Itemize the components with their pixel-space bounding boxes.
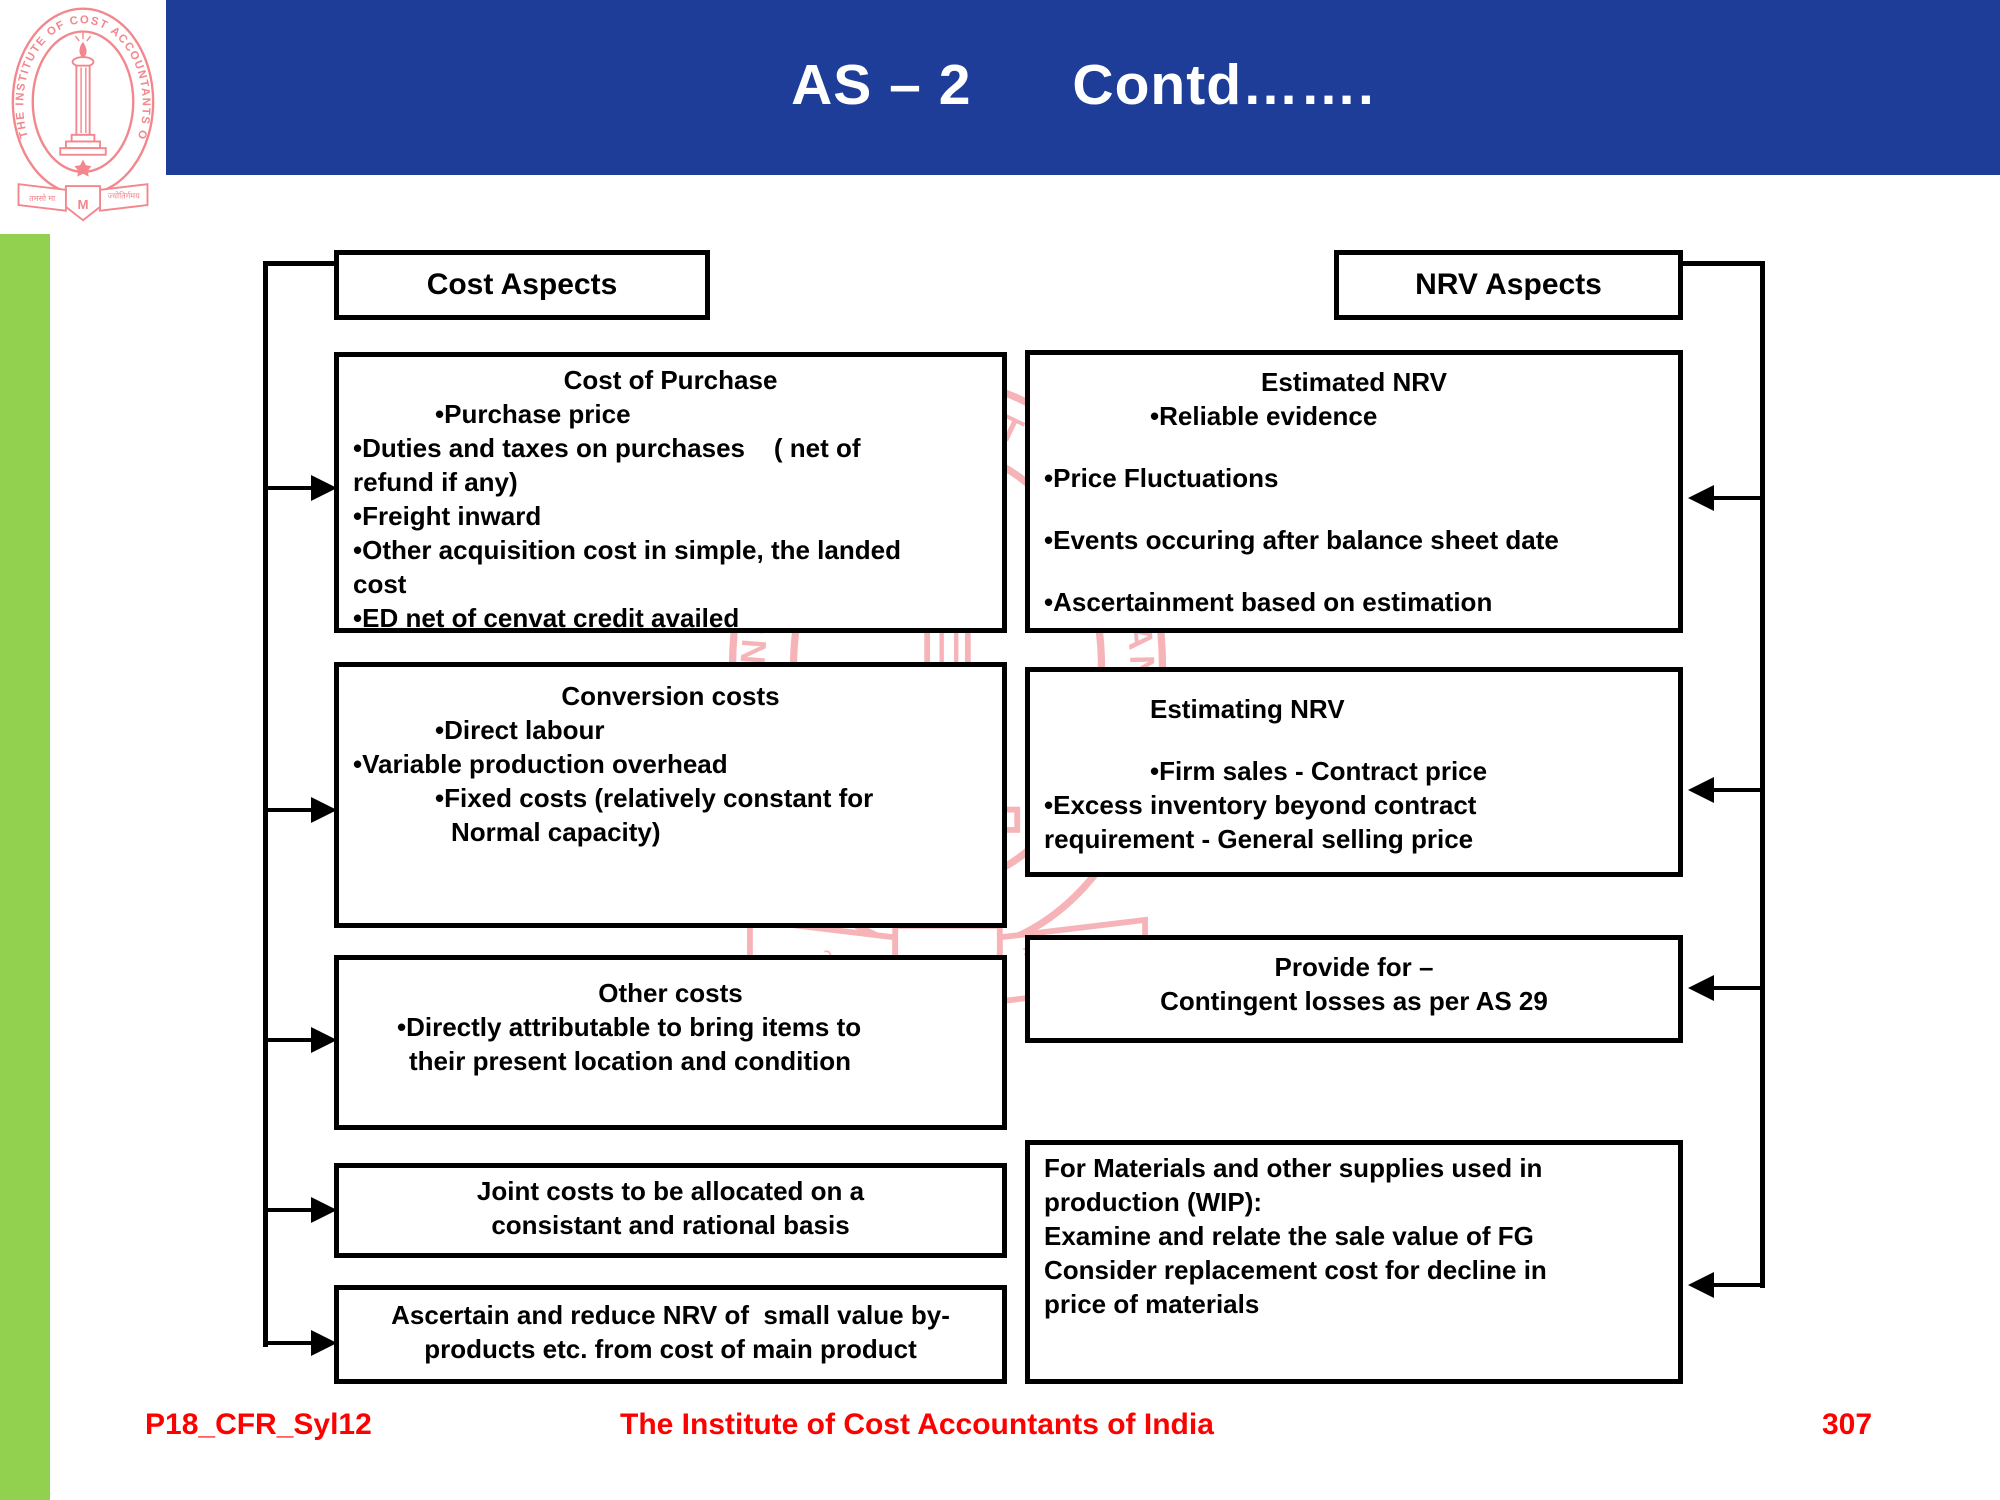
box-line: Consider replacement cost for decline in bbox=[1044, 1255, 1547, 1285]
connector-arrow bbox=[1714, 1283, 1765, 1287]
left-connector-trunk bbox=[263, 261, 268, 1347]
arrowhead-icon bbox=[1688, 777, 1714, 803]
box-line: requirement - General selling price bbox=[1044, 824, 1474, 854]
box-line: •Events occuring after balance sheet dat… bbox=[1044, 525, 1559, 555]
connector-arrow bbox=[1714, 986, 1765, 990]
box-line: •Duties and taxes on purchases ( net of bbox=[353, 433, 861, 463]
nrv-aspects-label: NRV Aspects bbox=[1415, 268, 1602, 301]
box-line: •Firm sales - Contract price bbox=[1150, 756, 1488, 786]
box-line: •Variable production overhead bbox=[353, 749, 728, 779]
box-line: Examine and relate the sale value of FG bbox=[1044, 1221, 1534, 1251]
box-line: •Purchase price bbox=[435, 399, 631, 429]
box-line: Estimated NRV bbox=[1261, 367, 1447, 397]
arrowhead-icon bbox=[1688, 1272, 1714, 1298]
box-line: •Directly attributable to bring items to bbox=[397, 1012, 862, 1042]
box-line: Contingent losses as per AS 29 bbox=[1160, 986, 1548, 1016]
box-line: •Direct labour bbox=[435, 715, 605, 745]
arrowhead-icon bbox=[311, 797, 337, 823]
conversion-costs-box: Conversion costs •Direct labour •Variable … bbox=[334, 662, 1007, 928]
institute-logo-icon bbox=[7, 4, 159, 224]
box-line: products etc. from cost of main product bbox=[424, 1334, 917, 1364]
arrowhead-icon bbox=[1688, 485, 1714, 511]
footer-page-number: 307 bbox=[1822, 1408, 1873, 1441]
materials-wip-box: For Materials and other supplies used in… bbox=[1025, 1140, 1683, 1384]
box-line: •Other acquisition cost in simple, the l… bbox=[353, 535, 901, 565]
box-line: their present location and condition bbox=[409, 1046, 852, 1076]
header-bar bbox=[0, 0, 2000, 175]
box-line: Ascertain and reduce NRV of small value … bbox=[391, 1300, 950, 1330]
box-line: •Excess inventory beyond contract bbox=[1044, 790, 1477, 820]
page-title: AS – 2 Contd……. bbox=[791, 53, 1375, 117]
box-line: •Ascertainment based on estimation bbox=[1044, 587, 1493, 617]
connector-arrow bbox=[263, 1038, 315, 1042]
box-line: Other costs bbox=[598, 978, 743, 1008]
box-line: •Price Fluctuations bbox=[1044, 463, 1279, 493]
box-line: refund if any) bbox=[353, 467, 518, 497]
cost-aspects-header-box: Cost Aspects bbox=[334, 250, 710, 320]
by-products-box: Ascertain and reduce NRV of small value … bbox=[334, 1285, 1007, 1384]
connector-arrow bbox=[1714, 788, 1765, 792]
estimated-nrv-box: Estimated NRV •Reliable evidence •Price Fl… bbox=[1025, 350, 1683, 633]
nrv-aspects-header-box: NRV Aspects bbox=[1334, 250, 1683, 320]
other-costs-box: Other costs •Directly attributable to bri… bbox=[334, 955, 1007, 1130]
connector-arrow bbox=[1714, 496, 1765, 500]
arrowhead-icon bbox=[311, 1027, 337, 1053]
box-line: Joint costs to be allocated on a bbox=[476, 1176, 865, 1206]
box-line: Normal capacity) bbox=[451, 817, 661, 847]
box-line: Estimating NRV bbox=[1150, 694, 1345, 724]
box-line: •Reliable evidence bbox=[1150, 401, 1378, 431]
box-line: production (WIP): bbox=[1044, 1187, 1263, 1217]
box-line: •Freight inward bbox=[353, 501, 542, 531]
side-accent-bar bbox=[0, 234, 50, 1500]
left-header-connector bbox=[263, 261, 336, 266]
box-line: Cost of Purchase bbox=[563, 365, 778, 395]
footer-institute-name: The Institute of Cost Accountants of Ind… bbox=[620, 1408, 1214, 1441]
arrowhead-icon bbox=[311, 1330, 337, 1356]
arrowhead-icon bbox=[1688, 975, 1714, 1001]
provide-for-box: Provide for – Contingent losses as per AS… bbox=[1025, 935, 1683, 1043]
arrowhead-icon bbox=[311, 475, 337, 501]
connector-arrow bbox=[263, 486, 315, 490]
box-line: Provide for – bbox=[1274, 952, 1434, 982]
box-line: cost bbox=[353, 569, 407, 599]
right-connector-trunk bbox=[1760, 261, 1765, 1288]
box-line: For Materials and other supplies used in bbox=[1044, 1153, 1543, 1183]
connector-arrow bbox=[263, 808, 315, 812]
box-line: Conversion costs bbox=[561, 681, 780, 711]
logo-area bbox=[0, 0, 166, 234]
box-line: •Fixed costs (relatively constant for bbox=[435, 783, 874, 813]
connector-arrow bbox=[263, 1341, 315, 1345]
joint-costs-box: Joint costs to be allocated on a consista… bbox=[334, 1163, 1007, 1258]
arrowhead-icon bbox=[311, 1197, 337, 1223]
connector-arrow bbox=[263, 1208, 315, 1212]
footer-course-code: P18_CFR_Syl12 bbox=[145, 1408, 372, 1441]
estimating-nrv-box: Estimating NRV •Firm sales - Contract pri… bbox=[1025, 667, 1683, 877]
box-line: •ED net of cenvat credit availed bbox=[353, 603, 740, 633]
cost-of-purchase-box: Cost of Purchase •Purchase price •Duties a… bbox=[334, 352, 1007, 633]
box-line: consistant and rational basis bbox=[491, 1210, 850, 1240]
cost-aspects-label: Cost Aspects bbox=[426, 268, 618, 301]
right-header-connector bbox=[1681, 261, 1765, 266]
box-line: price of materials bbox=[1044, 1289, 1260, 1319]
